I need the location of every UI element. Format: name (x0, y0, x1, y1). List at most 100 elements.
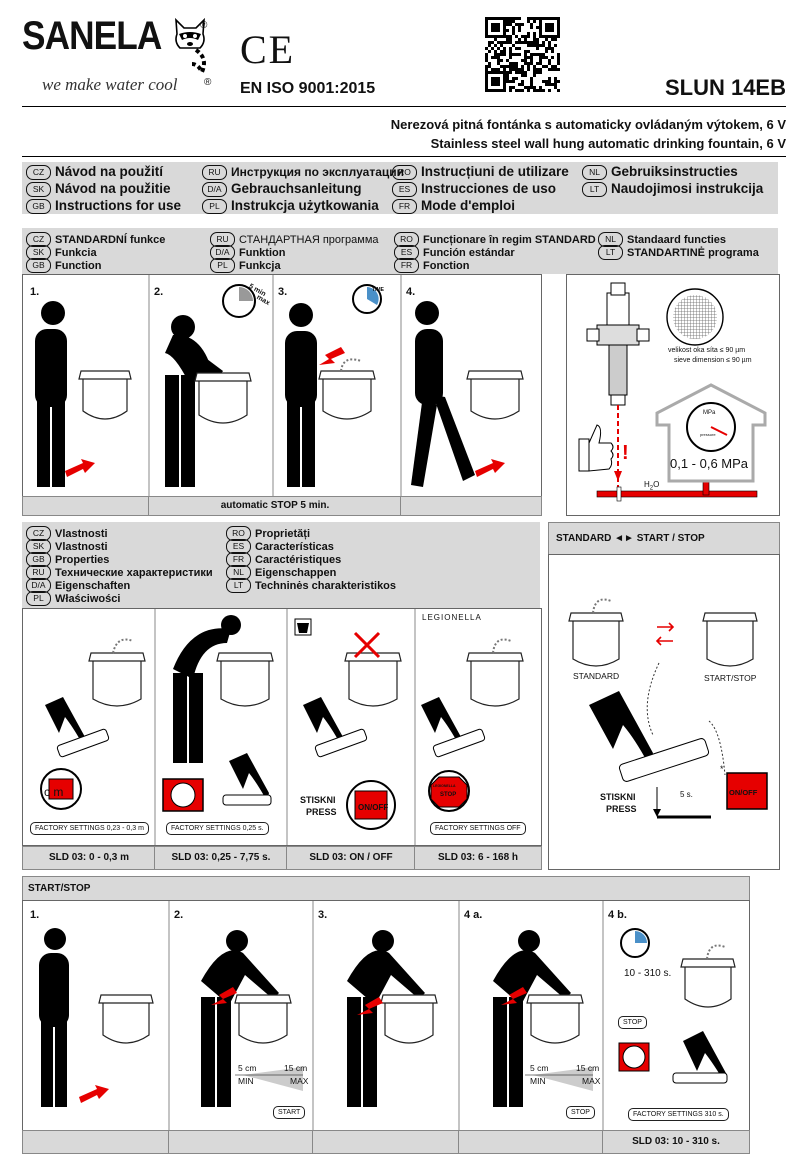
warning-mark: ! (622, 442, 629, 464)
properties-panels (22, 608, 542, 846)
sld-bar-cell (22, 1130, 170, 1154)
step-number: 2. (154, 286, 164, 298)
factory-settings-label: FACTORY SETTINGS 310 s. (628, 1108, 729, 1121)
startstop-label: START/STOP (704, 673, 757, 683)
startstop-header (22, 876, 750, 902)
step-number: 3. (278, 286, 288, 298)
subtitle-en: Stainless steel wall hung automatic drin… (430, 136, 786, 151)
sld-bar-cell (312, 1130, 460, 1154)
range-max-cm: 15 cm (284, 1063, 308, 1073)
startstop-title: START/STOP (28, 883, 91, 894)
registered-mark-2: ® (204, 77, 212, 88)
sld-bar-cell (168, 1130, 314, 1154)
press-label-cz: STISKNI (300, 795, 336, 805)
properties-header (22, 522, 540, 608)
gauge-unit: MPa (703, 410, 716, 416)
legionella-badge-top: LEGIONELLA (433, 784, 456, 788)
onoff-button-label[interactable]: ON/OFF (358, 803, 389, 812)
water-label: H2O (644, 480, 660, 492)
press-label-cz: STISKNI (600, 792, 636, 802)
factory-settings-label: FACTORY SETTINGS 0,25 s. (166, 822, 269, 835)
brand-logo: SANELA (22, 14, 162, 58)
step-number: 1. (30, 286, 40, 298)
sld-bar: SLD 03: 10 - 310 s. (602, 1130, 750, 1154)
slogan: we make water cool (42, 75, 178, 94)
filter-pressure-panel (566, 274, 780, 516)
subtitle-cz: Nerezová pitná fontánka s automaticky ov… (390, 117, 786, 132)
function-steps (22, 274, 542, 498)
stop-button[interactable]: STOP (566, 1106, 595, 1119)
start-button[interactable]: START (273, 1106, 306, 1119)
sld-bar: SLD 03: 6 - 168 h (414, 846, 542, 870)
subtitle-divider (22, 156, 786, 157)
auto-stop-bar-cell (22, 496, 150, 516)
range-max-cm: 15 cm (576, 1063, 600, 1073)
step-number: 2. (174, 909, 184, 921)
step-number: 4 a. (464, 909, 483, 921)
factory-settings-label: FACTORY SETTINGS OFF (430, 822, 526, 835)
legionella-badge-bot: STOP (440, 792, 457, 798)
model-number: SLUN 14EB (664, 75, 786, 100)
instructions-languages (22, 162, 778, 214)
onoff-button-label[interactable]: ON/OFF (729, 788, 758, 797)
standard-panel-header (548, 522, 780, 556)
auto-stop-bar: automatic STOP 5 min. (148, 496, 402, 516)
step-number: 4 b. (608, 909, 627, 921)
legionella-heading: LEGIONELLA (422, 613, 482, 622)
step-number: 3. (318, 909, 328, 921)
standard-label: STANDARD (573, 671, 620, 681)
range-min-cm: 5 cm (530, 1063, 549, 1073)
registered-mark: ® (200, 20, 208, 31)
step-number: 1. (30, 909, 40, 921)
qr-code-icon[interactable] (485, 17, 560, 92)
mesh-size-en: sieve dimension ≤ 90 µm (674, 357, 752, 364)
asterisk: * (720, 764, 724, 774)
time-label: TIME (372, 287, 384, 293)
range-min: MIN (530, 1076, 546, 1086)
sld-bar-cell (458, 1130, 604, 1154)
gauge-label: pressure (700, 432, 716, 437)
sld-bar: SLD 03: ON / OFF (286, 846, 416, 870)
stop-button[interactable]: STOP (618, 1016, 647, 1029)
factory-settings-label: FACTORY SETTINGS 0,23 - 0,3 m (30, 822, 149, 835)
sld-bar: SLD 03: 0 - 0,3 m (22, 846, 156, 870)
range-max: MAX (582, 1076, 601, 1086)
sld-bar: SLD 03: 0,25 - 7,75 s. (154, 846, 288, 870)
pressure-range: 0,1 - 0,6 MPa (670, 456, 749, 471)
mesh-size-cz: velikost oka síta ≤ 90 µm (668, 347, 746, 354)
press-label-en: PRESS (606, 804, 637, 814)
press-label-en: PRESS (306, 807, 337, 817)
range-min: MIN (238, 1076, 254, 1086)
ce-mark: CE (240, 27, 296, 72)
raccoon-logo-icon (170, 14, 210, 76)
